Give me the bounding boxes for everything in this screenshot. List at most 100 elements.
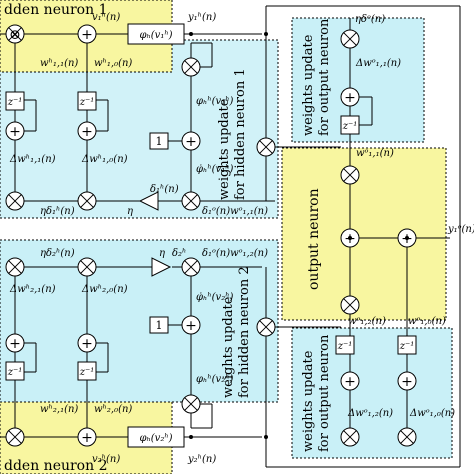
sum-node: [77, 24, 97, 44]
sum-node: [77, 121, 97, 141]
multiply-icon: [8, 194, 22, 208]
plus-icon: +: [344, 374, 356, 390]
delay-label: z⁻¹: [342, 121, 358, 132]
update-label-line2: for hidden neuron 2: [237, 266, 252, 398]
sum-node: [77, 427, 97, 447]
hidden-neuron-2-title: dden neuron 2: [4, 458, 108, 474]
delay-box: [340, 115, 360, 135]
delay-label: z⁻¹: [7, 97, 23, 108]
delay-box: [335, 335, 355, 355]
delta-weight-label: Δwᵒ₁,₁(n): [355, 58, 401, 69]
multiply-icon: ⊗: [9, 27, 21, 43]
sum-node: [5, 333, 25, 353]
multiply-icon: [184, 260, 198, 274]
delta-product-label: δ₁ᵒ(n)wᵒ₁,₁(n): [202, 206, 268, 217]
update-label-line1: weights update: [217, 98, 232, 200]
delay-label: z⁻¹: [337, 341, 353, 352]
update-label-line1: weights update: [221, 296, 236, 398]
weight-label: wʰ₂,₀(n): [94, 404, 132, 415]
sum-node: [340, 87, 360, 107]
multiply-icon: [184, 194, 198, 208]
delay-box: [397, 335, 417, 355]
output-nodes: + z⁻¹ + + + z⁻¹ z⁻¹ + ηδᵒ(n) Δwᵒ₁,₁(n) w…: [301, 14, 474, 452]
constant-one-box: [149, 316, 169, 334]
delay-label: z⁻¹: [79, 367, 95, 378]
delay-label: z⁻¹: [7, 367, 23, 378]
delta-weight-label: Δwʰ₁,₀(n): [81, 154, 128, 165]
multiply-icon: [184, 60, 198, 74]
delta-product-label: δ₁ᵒ(n)wᵒ₁,₂(n): [202, 248, 268, 259]
constant-one-label: 1: [156, 319, 163, 332]
constant-one-label: 1: [156, 135, 163, 148]
plus-icon: +: [81, 430, 93, 446]
output-label: y₁ᵒ(n): [447, 224, 474, 235]
derivative-label: φₕʰ(v₂ʰ): [196, 374, 234, 385]
derivative-label: φ̇ₕʰ(v₁ʰ): [196, 164, 234, 175]
v2-label: v₂ʰ(n): [92, 454, 120, 465]
v1-label: v₁ʰ(n): [92, 12, 120, 23]
eta-delta-label: ηδ₁ʰ(n): [40, 206, 75, 217]
activation-label: φₕ(v₁ʰ): [139, 30, 172, 41]
weight-label: wᵒ₁,₀(n): [408, 316, 446, 327]
plus-icon: +: [81, 124, 93, 140]
sum-node: [397, 371, 417, 391]
delay-box: [5, 91, 25, 111]
eta-label: η: [127, 206, 133, 217]
plus-icon: +: [185, 134, 197, 150]
sum-node: [181, 131, 201, 151]
gain-eta-triangle: [151, 257, 172, 277]
hidden-1-nodes: ⊗ + φₕ(v₁ʰ) z⁻¹ z⁻¹ + + η + 1 wʰ₁,₁(n) w…: [4, 2, 276, 217]
gain-eta-triangle: [138, 191, 159, 211]
delta-label: δ₁ʰ(n): [150, 184, 179, 195]
update-label-line2: for output neuron: [317, 18, 332, 136]
plus-icon: +: [401, 374, 413, 390]
delta-weight-label: Δwᵒ₁,₀(n): [409, 408, 455, 419]
hidden-neuron-1-title: dden neuron 1: [4, 2, 108, 18]
multiply-icon: [184, 397, 198, 411]
eta-label: η: [159, 248, 165, 259]
multiply-icon: [343, 298, 357, 312]
sum-node: [5, 121, 25, 141]
plus-icon: +: [81, 336, 93, 352]
junction-dots: [189, 32, 409, 439]
y1-label: y₁ʰ(n): [187, 12, 216, 23]
derivative-label: φ̇ₕʰ(v₂ʰ): [196, 292, 234, 303]
delay-box: [5, 361, 25, 381]
y2-label: y₂ʰ(n): [187, 454, 216, 465]
weight-label: wᵒ₁,₁(n): [356, 148, 394, 159]
multiply-icon: [343, 32, 357, 46]
multiply-icon: [8, 260, 22, 274]
multiply-icon: [259, 320, 273, 334]
multiply-icon: [259, 140, 273, 154]
plus-icon: +: [344, 90, 356, 106]
plus-icon: +: [185, 318, 197, 334]
update-label-line2: for output neuron: [317, 334, 332, 452]
update-label-line1: weights update: [301, 350, 316, 452]
derivative-label: φₕʰ(v₁ʰ): [196, 96, 234, 107]
delay-box: [77, 361, 97, 381]
delta-weight-label: Δwʰ₂,₁(n): [9, 284, 56, 295]
weight-label: wʰ₁,₀(n): [94, 58, 132, 69]
plus-icon: +: [81, 27, 93, 43]
eta-delta-output-label: ηδᵒ(n): [355, 14, 385, 25]
delta-weight-label: Δwʰ₁,₁(n): [9, 154, 56, 165]
multiply-icon: [343, 168, 357, 182]
weight-label: wʰ₁,₁(n): [40, 58, 78, 69]
hidden-2-nodes: η + 1 + + z⁻¹ z⁻¹ + φₕ(v₂ʰ) ηδ₂ʰ(n) δ₂ʰ …: [4, 248, 276, 474]
activation-box: [127, 23, 185, 45]
activation-label: φₕ(v₂ʰ): [139, 433, 172, 444]
weight-label: wᵒ₁,₂(n): [348, 316, 386, 327]
multiply-icon: [8, 430, 22, 444]
multiply-icon: [80, 194, 94, 208]
hidden-1-wires: [0, 33, 330, 202]
delay-label: z⁻¹: [399, 341, 415, 352]
eta-delta-label: ηδ₂ʰ(n): [40, 248, 75, 259]
multiply-icon: [400, 430, 414, 444]
multiply-icon: [80, 260, 94, 274]
constant-one-box: [149, 132, 169, 150]
delta-label: δ₂ʰ: [172, 248, 186, 259]
multiply-icon: [8, 27, 22, 41]
plus-icon: +: [9, 124, 21, 140]
delta-weight-label: Δwᵒ₁,₂(n): [347, 408, 393, 419]
